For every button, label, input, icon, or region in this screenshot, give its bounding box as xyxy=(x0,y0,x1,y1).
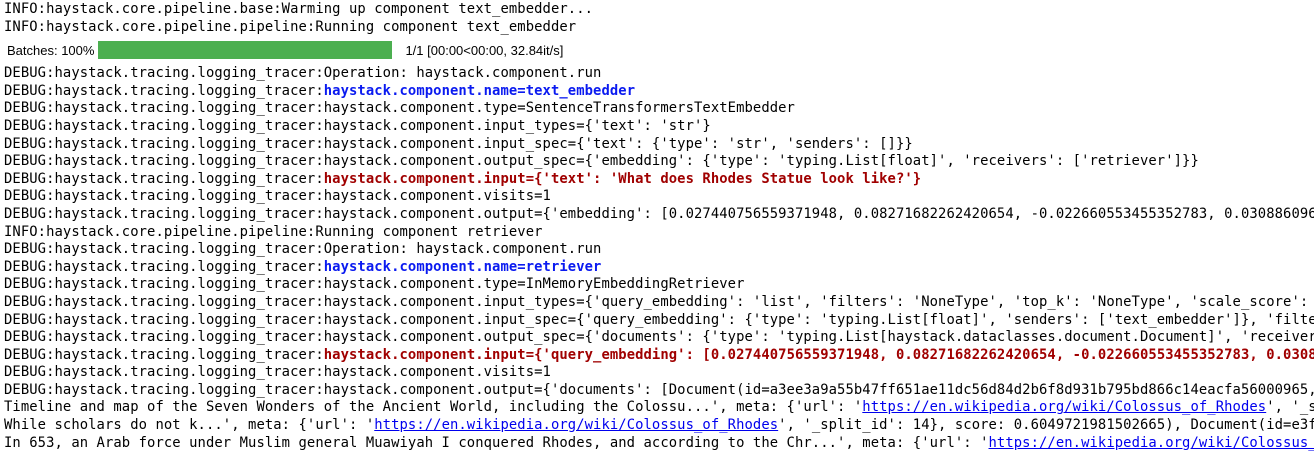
progress-label: Batches: 100% xyxy=(7,42,95,58)
log-line: DEBUG:haystack.tracing.logging_tracer:ha… xyxy=(4,294,1314,312)
log-text: INFO:haystack.core.pipeline.pipeline:Run… xyxy=(4,18,577,35)
log-line: DEBUG:haystack.tracing.logging_tracer:Op… xyxy=(4,65,1314,83)
log-line: INFO:haystack.core.pipeline.pipeline:Run… xyxy=(4,224,1314,242)
log-line: DEBUG:haystack.tracing.logging_tracer:ha… xyxy=(4,118,1314,136)
log-line: DEBUG:haystack.tracing.logging_tracer:ha… xyxy=(4,329,1314,347)
log-text: DEBUG:haystack.tracing.logging_tracer:Op… xyxy=(4,241,602,258)
log-line: DEBUG:haystack.tracing.logging_tracer:ha… xyxy=(4,188,1314,206)
log-line: While scholars do not k...', meta: {'url… xyxy=(4,417,1314,435)
wiki-link[interactable]: https://en.wikipedia.org/wiki/Colossus_o… xyxy=(862,399,1267,416)
log-line: DEBUG:haystack.tracing.logging_tracer:Op… xyxy=(4,241,1314,259)
log-text: DEBUG:haystack.tracing.logging_tracer:Op… xyxy=(4,65,602,82)
log-block-trace: DEBUG:haystack.tracing.logging_tracer:Op… xyxy=(0,65,1314,452)
log-text: DEBUG:haystack.tracing.logging_tracer: xyxy=(4,346,324,363)
component-name-highlight: haystack.component.name=text_embedder xyxy=(323,82,636,99)
log-text: DEBUG:haystack.tracing.logging_tracer:ha… xyxy=(4,381,1314,398)
log-text: INFO:haystack.core.pipeline.base:Warming… xyxy=(4,1,594,17)
log-text: DEBUG:haystack.tracing.logging_tracer:ha… xyxy=(4,329,1314,346)
log-line: DEBUG:haystack.tracing.logging_tracer:ha… xyxy=(4,312,1314,330)
log-text: In 653, an Arab force under Muslim gener… xyxy=(4,434,989,451)
log-line: DEBUG:haystack.tracing.logging_tracer:ha… xyxy=(4,100,1314,118)
log-line: In 653, an Arab force under Muslim gener… xyxy=(4,435,1314,452)
log-text: DEBUG:haystack.tracing.logging_tracer:ha… xyxy=(4,153,1199,170)
log-line: INFO:haystack.core.pipeline.pipeline:Run… xyxy=(4,19,1314,37)
log-line: DEBUG:haystack.tracing.logging_tracer:ha… xyxy=(4,364,1314,382)
log-line: DEBUG:haystack.tracing.logging_tracer:ha… xyxy=(4,136,1314,154)
log-text: DEBUG:haystack.tracing.logging_tracer:ha… xyxy=(4,117,711,134)
log-text: DEBUG:haystack.tracing.logging_tracer:ha… xyxy=(4,205,1314,222)
log-text: DEBUG:haystack.tracing.logging_tracer:ha… xyxy=(4,100,795,117)
log-text: DEBUG:haystack.tracing.logging_tracer:ha… xyxy=(4,276,745,293)
log-text: While scholars do not k...', meta: {'url… xyxy=(4,417,375,434)
log-text: INFO:haystack.core.pipeline.pipeline:Run… xyxy=(4,223,543,240)
log-line: INFO:haystack.core.pipeline.base:Warming… xyxy=(4,1,1314,19)
log-line: Timeline and map of the Seven Wonders of… xyxy=(4,399,1314,417)
progress-row: Batches: 100% 1/1 [00:00<00:00, 32.84it/… xyxy=(0,39,1314,61)
log-line: DEBUG:haystack.tracing.logging_tracer:ha… xyxy=(4,171,1314,189)
log-text: DEBUG:haystack.tracing.logging_tracer: xyxy=(4,82,324,99)
log-line: DEBUG:haystack.tracing.logging_tracer:ha… xyxy=(4,347,1314,365)
log-line: DEBUG:haystack.tracing.logging_tracer:ha… xyxy=(4,206,1314,224)
progress-stats: 1/1 [00:00<00:00, 32.84it/s] xyxy=(405,42,564,58)
log-text: DEBUG:haystack.tracing.logging_tracer: xyxy=(4,170,324,187)
log-text: DEBUG:haystack.tracing.logging_tracer:ha… xyxy=(4,188,551,205)
wiki-link[interactable]: https://en.wikipedia.org/wiki/Colossus_o… xyxy=(988,434,1314,451)
log-text: DEBUG:haystack.tracing.logging_tracer: xyxy=(4,258,324,275)
progress-bar xyxy=(98,41,393,60)
log-block-warmup: INFO:haystack.core.pipeline.base:Warming… xyxy=(0,0,1314,36)
log-text: ', '_split_id' xyxy=(1266,399,1314,416)
log-text: Timeline and map of the Seven Wonders of… xyxy=(4,399,863,416)
component-name-highlight: haystack.component.name=retriever xyxy=(323,258,602,275)
log-line: DEBUG:haystack.tracing.logging_tracer:ha… xyxy=(4,276,1314,294)
log-line: DEBUG:haystack.tracing.logging_tracer:ha… xyxy=(4,382,1314,400)
log-text: ', '_split_id': 14}, score: 0.6049721981… xyxy=(778,417,1314,434)
log-line: DEBUG:haystack.tracing.logging_tracer:ha… xyxy=(4,153,1314,171)
log-text: DEBUG:haystack.tracing.logging_tracer:ha… xyxy=(4,311,1314,328)
component-input-highlight: haystack.component.input={'query_embeddi… xyxy=(323,346,1314,363)
log-line: DEBUG:haystack.tracing.logging_tracer:ha… xyxy=(4,83,1314,101)
log-text: DEBUG:haystack.tracing.logging_tracer:ha… xyxy=(4,364,551,381)
wiki-link[interactable]: https://en.wikipedia.org/wiki/Colossus_o… xyxy=(374,417,779,434)
log-text: DEBUG:haystack.tracing.logging_tracer:ha… xyxy=(4,293,1314,310)
log-line: DEBUG:haystack.tracing.logging_tracer:ha… xyxy=(4,259,1314,277)
log-text: DEBUG:haystack.tracing.logging_tracer:ha… xyxy=(4,135,913,152)
component-input-highlight: haystack.component.input={'text': 'What … xyxy=(323,170,922,187)
